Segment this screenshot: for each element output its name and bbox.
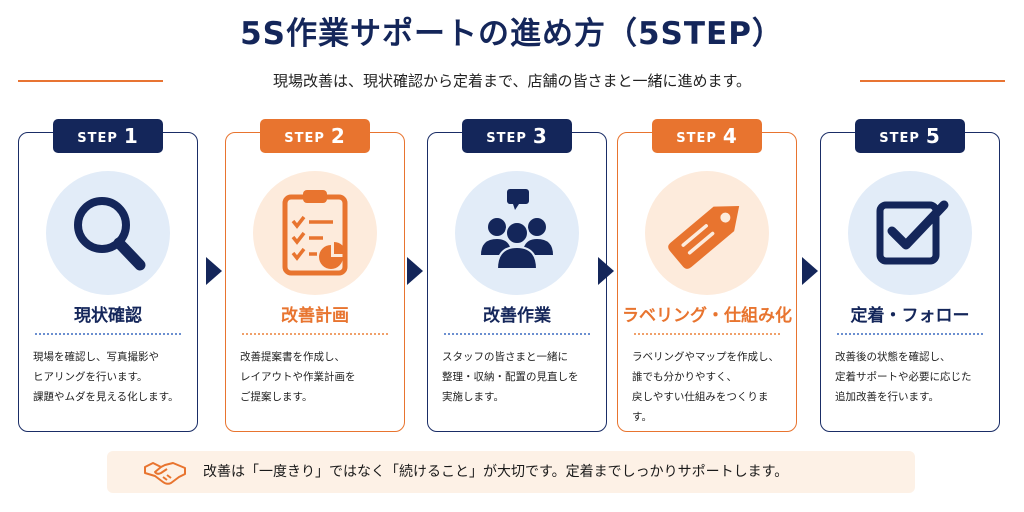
step-badge-word: STEP: [676, 131, 717, 146]
step-description: 改善後の状態を確認し、 定着サポートや必要に応じた 追加改善を行います。: [835, 351, 972, 403]
step-badge-word: STEP: [879, 131, 920, 146]
step-divider: [634, 333, 780, 335]
step-arrow-2: [407, 257, 423, 285]
clipboard-checklist-icon: [253, 171, 377, 295]
step-arrow-3: [598, 257, 614, 285]
step-card-1: STEP 1 現状確認 現場を確認し、写真撮影や ヒアリングを行います。 課題やム…: [18, 119, 198, 432]
handshake-icon: [143, 457, 187, 487]
step-description: 改善提案書を作成し、 レイアウトや作業計画を ご提案します。: [240, 351, 356, 403]
team-discussion-icon: [455, 171, 579, 295]
step-badge-number: 3: [532, 124, 548, 148]
step-description: スタッフの皆さまと一緒に 整理・収納・配置の見直しを 実施します。: [442, 351, 579, 403]
step-badge-5: STEP 5: [855, 119, 965, 153]
step-badge-1: STEP 1: [53, 119, 163, 153]
step-badge-word: STEP: [486, 131, 527, 146]
step-badge-3: STEP 3: [462, 119, 572, 153]
step-arrow-4: [802, 257, 818, 285]
step-badge-number: 1: [123, 124, 139, 148]
step-badge-number: 5: [925, 124, 941, 148]
label-tag-icon: [645, 171, 769, 295]
step-title: 改善作業: [483, 306, 551, 326]
step-badge-4: STEP 4: [652, 119, 762, 153]
header-rule-left: [18, 80, 163, 82]
page-title: 5S作業サポートの進め方（5STEP）: [240, 16, 784, 52]
checkbox-icon: [848, 171, 972, 295]
footer-note-text: 改善は「一度きり」ではなく「続けること」が大切です。定着までしっかりサポートしま…: [203, 464, 789, 480]
step-badge-number: 4: [722, 124, 738, 148]
header-rule-right: [860, 80, 1005, 82]
step-title: 改善計画: [281, 306, 349, 326]
step-card-3: STEP 3 改善作業 スタッフの皆さまと一緒に 整理・収納・配置の見直しを 実施…: [427, 119, 607, 432]
step-badge-number: 2: [330, 124, 346, 148]
footer-note-banner: 改善は「一度きり」ではなく「続けること」が大切です。定着までしっかりサポートしま…: [107, 451, 915, 493]
step-divider: [444, 333, 590, 335]
step-title: ラベリング・仕組み化: [622, 306, 792, 326]
step-badge-2: STEP 2: [260, 119, 370, 153]
step-arrow-1: [206, 257, 222, 285]
step-divider: [837, 333, 983, 335]
page-subtitle: 現場改善は、現状確認から定着まで、店舗の皆さまと一緒に進めます。: [273, 72, 751, 90]
step-badge-word: STEP: [284, 131, 325, 146]
step-description: ラベリングやマップを作成し、 誰でも分かりやすく、 戻しやすい仕組みをつくります…: [632, 351, 779, 423]
step-card-2: STEP 2 改善計画 改善提案書を作成し、 レイアウトや作業計画を ご提案します…: [225, 119, 405, 432]
step-divider: [242, 333, 388, 335]
step-card-4: STEP 4 ラベリング・仕組み化 ラベリングやマップを作成し、 誰でも分かりやす…: [617, 119, 797, 432]
step-description: 現場を確認し、写真撮影や ヒアリングを行います。 課題やムダを見える化します。: [33, 351, 179, 403]
step-card-5: STEP 5 定着・フォロー 改善後の状態を確認し、 定着サポートや必要に応じた …: [820, 119, 1000, 432]
step-divider: [35, 333, 181, 335]
step-title: 定着・フォロー: [850, 306, 970, 326]
step-badge-word: STEP: [77, 131, 118, 146]
magnifier-icon: [46, 171, 170, 295]
step-title: 現状確認: [74, 306, 142, 326]
